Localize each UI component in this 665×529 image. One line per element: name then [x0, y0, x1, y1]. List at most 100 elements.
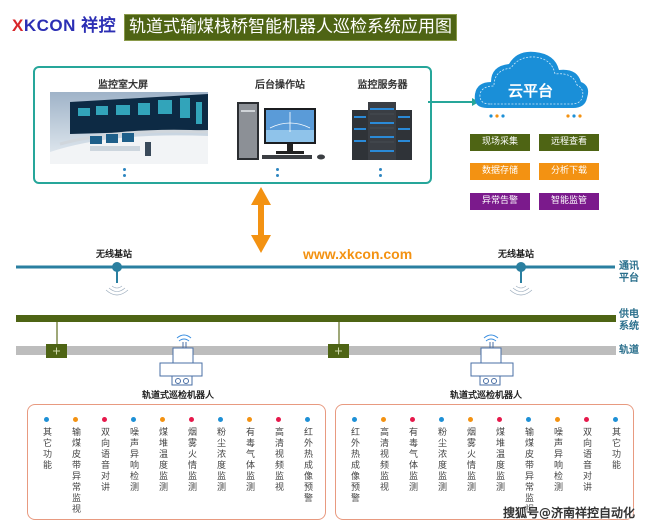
panel-label-workstation: 后台操作站	[255, 80, 305, 91]
cloud-dots	[489, 114, 582, 118]
rail-track	[16, 346, 616, 355]
server-rack-image	[352, 102, 412, 160]
bullet-dot-icon	[612, 417, 618, 422]
workstation-image	[237, 102, 325, 160]
function-item-label: 有毒气体监测	[244, 427, 254, 493]
function-item-label: 其它功能	[610, 427, 620, 471]
bullet-dot-icon	[217, 417, 223, 422]
bullet-dot-icon	[496, 417, 502, 422]
function-item: 噪声异响检测	[550, 417, 564, 493]
cloud-platform-icon	[474, 51, 589, 108]
communication-line	[16, 262, 615, 296]
bullet-dot-icon	[438, 417, 444, 422]
function-item: 其它功能	[608, 417, 622, 471]
function-item: 高清视频监视	[376, 417, 390, 493]
function-item-label: 红外热成像预警	[349, 427, 359, 504]
bullet-dot-icon	[246, 417, 252, 422]
bullet-dot-icon	[43, 417, 49, 422]
wireless-station-label-right: 无线基站	[498, 250, 535, 260]
inspection-robot-icon	[470, 334, 514, 386]
logo-mark: X	[12, 16, 24, 35]
function-remote-view: 远程查看	[539, 134, 599, 151]
function-item: 高清视频监视	[271, 417, 285, 493]
function-item-label: 粉尘浓度监测	[215, 427, 225, 493]
function-item-label: 输煤皮带异常监视	[523, 427, 533, 515]
function-item-label: 其它功能	[41, 427, 51, 471]
function-item: 输煤皮带异常监视	[68, 417, 82, 515]
function-item: 其它功能	[39, 417, 53, 471]
cloud-platform-label: 云平台	[508, 82, 554, 100]
power-connector-icon	[46, 344, 349, 358]
power-label-line2: 系统	[619, 321, 639, 332]
robot-label-left: 轨道式巡检机器人	[142, 391, 215, 401]
connector-dots	[123, 168, 127, 177]
function-item: 红外热成像预警	[300, 417, 314, 504]
bullet-dot-icon	[351, 417, 357, 422]
function-item-label: 高清视频监视	[273, 427, 283, 493]
panel-label-server: 监控服务器	[357, 80, 408, 91]
function-data-storage: 数据存储	[470, 163, 530, 180]
bullet-dot-icon	[159, 417, 165, 422]
rail-label: 轨道	[619, 345, 639, 356]
function-item: 有毒气体监测	[242, 417, 256, 493]
power-supply-line	[16, 315, 616, 322]
function-item: 煤堆温度监测	[492, 417, 506, 493]
function-item: 烟雾火情监测	[184, 417, 198, 493]
function-item-label: 粉尘浓度监测	[436, 427, 446, 493]
page-title: 轨道式输煤栈桥智能机器人巡检系统应用图	[124, 14, 457, 41]
power-label-line1: 供电	[619, 309, 639, 320]
function-item-label: 双向语音对讲	[99, 427, 109, 493]
bullet-dot-icon	[525, 417, 531, 422]
bullet-dot-icon	[554, 417, 560, 422]
function-item: 双向语音对讲	[579, 417, 593, 493]
function-item: 有毒气体监测	[405, 417, 419, 493]
function-item: 输煤皮带异常监视	[521, 417, 535, 515]
company-logo: XKCON 祥控	[12, 11, 116, 36]
inspection-robot-icon	[159, 334, 203, 386]
function-site-collection: 现场采集	[470, 134, 530, 151]
bullet-dot-icon	[304, 417, 310, 422]
function-item-label: 煤堆温度监测	[157, 427, 167, 493]
function-item-label: 烟雾火情监测	[465, 427, 475, 493]
function-item: 粉尘浓度监测	[213, 417, 227, 493]
panel-label-control-room: 监控室大屏	[98, 80, 148, 91]
function-item: 煤堆温度监测	[155, 417, 169, 493]
bullet-dot-icon	[583, 417, 589, 422]
comm-label-line1: 通讯	[619, 261, 639, 272]
function-item: 双向语音对讲	[97, 417, 111, 493]
right-function-box: 红外热成像预警 高清视频监视 有毒气体监测 粉尘浓度监测 烟雾火情监测 煤堆温度监测 输煤皮…	[335, 404, 634, 520]
function-item-label: 烟雾火情监测	[186, 427, 196, 493]
comm-label-line2: 平台	[619, 273, 639, 284]
function-item-label: 红外热成像预警	[302, 427, 312, 504]
bullet-dot-icon	[101, 417, 107, 422]
function-item-label: 输煤皮带异常监视	[70, 427, 80, 515]
bullet-dot-icon	[72, 417, 78, 422]
website-url[interactable]: www.xkcon.com	[303, 246, 413, 262]
function-item-label: 噪声异响检测	[552, 427, 562, 493]
logo-text: KCON	[23, 16, 76, 35]
function-item-label: 有毒气体监测	[407, 427, 417, 493]
bidirectional-arrow-icon	[251, 187, 271, 253]
power-and-rail	[16, 315, 616, 386]
function-item-label: 煤堆温度监测	[494, 427, 504, 493]
bullet-dot-icon	[275, 417, 281, 422]
function-item-label: 高清视频监视	[378, 427, 388, 493]
function-analysis-download: 分析下载	[539, 163, 599, 180]
function-item-label: 双向语音对讲	[581, 427, 591, 493]
bullet-dot-icon	[467, 417, 473, 422]
comm-platform-label: 通讯 平台	[619, 261, 639, 285]
function-intelligent-supervision: 智能监管	[539, 193, 599, 210]
function-item: 粉尘浓度监测	[434, 417, 448, 493]
function-abnormal-alarm: 异常告警	[470, 193, 530, 210]
power-system-label: 供电 系统	[619, 309, 639, 333]
function-item: 烟雾火情监测	[463, 417, 477, 493]
function-item-label: 噪声异响检测	[128, 427, 138, 493]
function-item: 红外热成像预警	[347, 417, 361, 504]
robot-label-right: 轨道式巡检机器人	[450, 391, 523, 401]
watermark: 搜狐号@济南祥控自动化	[502, 506, 635, 520]
function-item: 噪声异响检测	[126, 417, 140, 493]
bullet-dot-icon	[409, 417, 415, 422]
connector-dots	[276, 168, 280, 177]
bullet-dot-icon	[380, 417, 386, 422]
bullet-dot-icon	[188, 417, 194, 422]
